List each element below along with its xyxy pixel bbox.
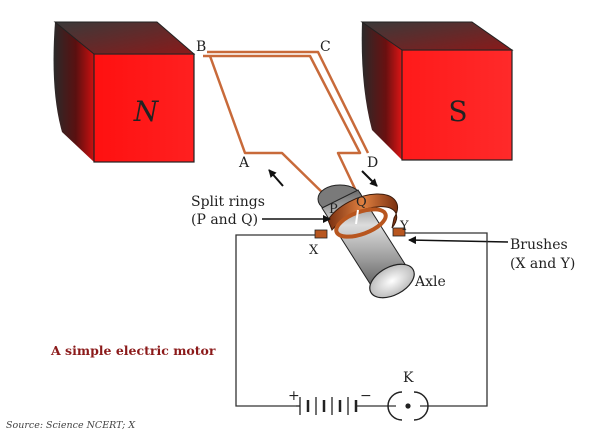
north-pole-label: N <box>133 95 160 128</box>
south-pole-label: S <box>448 95 467 128</box>
current-arrow-a <box>268 169 284 187</box>
brush-x-label: X <box>309 243 319 258</box>
ring-q-label: Q <box>356 195 367 210</box>
point-a-label: A <box>238 155 250 171</box>
point-c-label: C <box>320 39 331 55</box>
brushes-label-line1: Brushes <box>510 237 568 253</box>
external-circuit <box>235 232 488 407</box>
split-rings <box>327 193 398 239</box>
source-credit: Source: Science NCERT; X <box>6 420 136 431</box>
diagram-caption: A simple electric motor <box>50 343 216 358</box>
split-rings-label-line1: Split rings <box>191 194 265 210</box>
brush-y <box>392 227 406 237</box>
current-arrow-d <box>361 170 378 187</box>
ring-p-label: P <box>329 202 338 217</box>
brushes-label-line2: (X and Y) <box>510 256 575 272</box>
battery-minus-label: − <box>360 388 372 404</box>
switch-label: K <box>403 370 414 386</box>
south-magnet: S <box>360 21 514 161</box>
brush-y-label: Y <box>399 219 409 234</box>
point-d-label: D <box>367 155 378 171</box>
point-b-label: B <box>196 39 206 55</box>
axle-label: Axle <box>414 274 446 290</box>
brushes-pointer <box>408 236 509 245</box>
coil-abcd <box>203 50 370 201</box>
switch-key <box>387 391 429 421</box>
north-magnet: N <box>53 21 196 163</box>
brush-x <box>314 229 328 239</box>
split-rings-label-line2: (P and Q) <box>191 212 258 228</box>
battery-plus-label: + <box>288 388 300 404</box>
battery <box>296 397 358 415</box>
